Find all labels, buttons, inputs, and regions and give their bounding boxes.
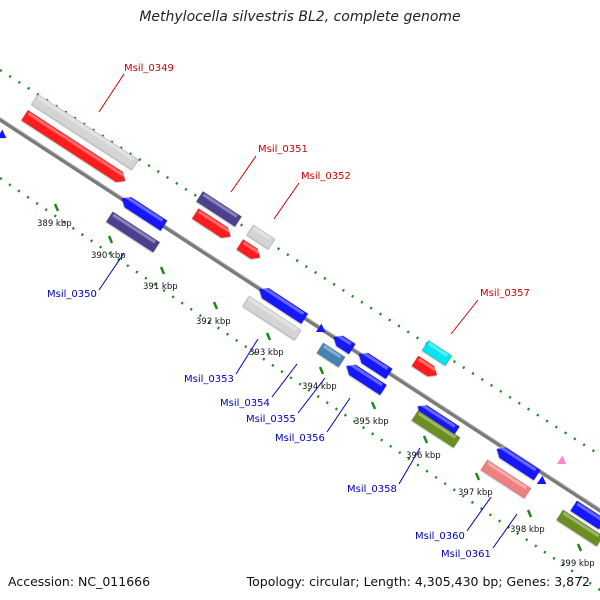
gene-label[interactable]: Msil_0349 xyxy=(124,63,174,74)
gene-label-leader xyxy=(466,496,492,532)
tick-mark xyxy=(370,401,377,410)
gene-label-leader xyxy=(271,363,298,398)
feature-msil-0352[interactable] xyxy=(236,239,264,262)
tick-mark xyxy=(53,203,60,212)
feature-msil-0351-outer[interactable] xyxy=(196,191,242,227)
gene-label[interactable]: Msil_0358 xyxy=(347,484,397,495)
feature-msil-0357[interactable] xyxy=(411,355,440,380)
accession-text: Accession: NC_011666 xyxy=(8,574,151,589)
tick-label: 393 kbp xyxy=(249,348,284,358)
gene-label[interactable]: Msil_0356 xyxy=(275,433,325,444)
gene-label-leader xyxy=(297,377,326,414)
gene-label[interactable]: Msil_0353 xyxy=(184,374,234,385)
outer-dotted-track xyxy=(0,68,600,457)
gene-features xyxy=(0,93,600,547)
feature-msil-0357-outer[interactable] xyxy=(421,339,453,367)
tick-mark xyxy=(474,472,481,481)
gene-label-leader xyxy=(450,299,479,335)
gene-label[interactable]: Msil_0357 xyxy=(480,288,530,299)
gene-label[interactable]: Msil_0361 xyxy=(441,549,491,560)
gene-label[interactable]: Msil_0351 xyxy=(258,144,308,155)
inner-dotted-track xyxy=(0,176,600,592)
gene-label-leader xyxy=(235,338,259,375)
feature-msil-0350[interactable] xyxy=(105,211,161,253)
tick-label: 392 kbp xyxy=(196,317,231,327)
small-arrow-b xyxy=(536,475,547,485)
gene-label[interactable]: Msil_0360 xyxy=(415,531,465,542)
tick-mark xyxy=(107,235,114,244)
feature-msil-0360-a[interactable] xyxy=(494,444,541,481)
gene-label-leader xyxy=(492,513,518,549)
feature-msil-0351[interactable] xyxy=(191,208,234,242)
tick-label: 389 kbp xyxy=(37,219,72,229)
tick-mark xyxy=(212,301,219,310)
tick-marks: 389 kbp 390 kbp 391 kbp 392 kbp 393 kbp 394 k… xyxy=(37,203,595,569)
gene-label[interactable]: Msil_0354 xyxy=(220,398,270,409)
tick-label: 394 kbp xyxy=(302,382,337,392)
gene-label-leader xyxy=(398,447,421,485)
tick-mark xyxy=(318,366,325,375)
feature-msil-0355[interactable] xyxy=(356,349,393,380)
gene-label-leader xyxy=(98,252,125,291)
feature-msil-0361-a[interactable] xyxy=(570,500,600,530)
feature-msil-0353-a[interactable] xyxy=(256,284,309,325)
tick-mark xyxy=(159,266,166,275)
gene-label-leader xyxy=(98,73,125,113)
feature-msil-0349[interactable] xyxy=(21,109,128,186)
feature-msil-0350-a[interactable] xyxy=(119,193,168,232)
small-arrow-c xyxy=(556,455,567,465)
tick-mark xyxy=(576,543,583,552)
tick-mark xyxy=(526,509,533,518)
feature-msil-0349-outer[interactable] xyxy=(31,93,139,171)
gene-label-leader xyxy=(273,182,300,220)
genome-summary-text: Topology: circular; Length: 4,305,430 bp… xyxy=(246,574,590,589)
tick-label: 397 kbp xyxy=(458,488,493,498)
feature-msil-0358[interactable] xyxy=(411,409,461,449)
tick-label: 390 kbp xyxy=(91,251,126,261)
feature-msil-0361[interactable] xyxy=(556,509,600,547)
tick-label: 396 kbp xyxy=(406,451,441,461)
tick-label: 399 kbp xyxy=(560,559,595,569)
gene-label[interactable]: Msil_0350 xyxy=(47,289,97,300)
gene-label[interactable]: Msil_0352 xyxy=(301,171,351,182)
gene-label[interactable]: Msil_0355 xyxy=(246,414,296,425)
feature-msil-0353[interactable] xyxy=(242,295,302,341)
gene-label-leader xyxy=(326,397,351,433)
feature-msil-0354[interactable] xyxy=(316,342,346,368)
tick-label: 391 kbp xyxy=(143,282,178,292)
tick-label: 398 kbp xyxy=(510,525,545,535)
small-arrow-a xyxy=(315,323,326,333)
feature-msil-0354-a[interactable] xyxy=(331,332,356,355)
small-arrow-d xyxy=(0,129,7,139)
tick-label: 395 kbp xyxy=(354,417,389,427)
map-title: Methylocella silvestris BL2, complete ge… xyxy=(139,9,461,25)
tick-mark xyxy=(422,435,429,444)
gene-label-leader xyxy=(230,155,257,193)
tick-mark xyxy=(265,332,272,341)
feature-msil-0356[interactable] xyxy=(343,361,388,396)
feature-msil-0352-outer[interactable] xyxy=(246,224,276,250)
feature-msil-0360[interactable] xyxy=(480,459,532,499)
gene-labels: Msil_0349Msil_0351Msil_0352Msil_0357Msil… xyxy=(47,63,530,560)
